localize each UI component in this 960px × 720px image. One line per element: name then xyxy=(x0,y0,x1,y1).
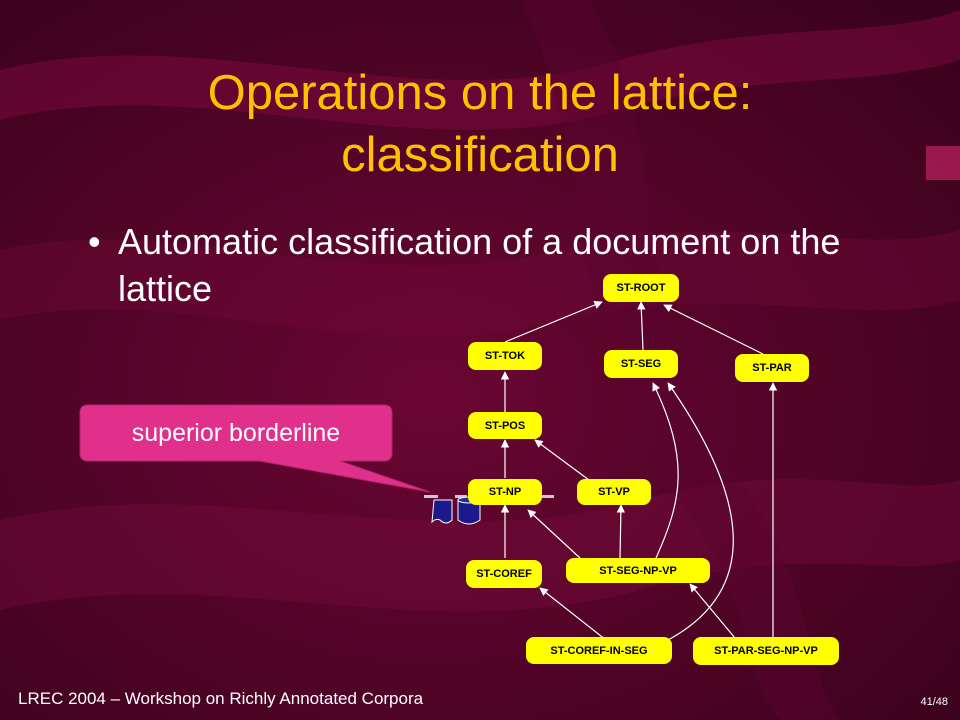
edge-parsegnpvp-segnpvp xyxy=(689,583,736,639)
edge-segnpvp-vp xyxy=(616,504,626,559)
footer-text: LREC 2004 – Workshop on Richly Annotated… xyxy=(18,689,424,708)
edge-segnpvp-np xyxy=(527,509,581,559)
node-st-tok[interactable]: ST-TOK xyxy=(468,342,542,370)
node-st-pos[interactable]: ST-POS xyxy=(468,412,542,439)
node-st-coref[interactable]: ST-COREF xyxy=(466,560,542,588)
edge-segnpvp-seg xyxy=(652,382,679,559)
edge-corefinseg-coref xyxy=(539,587,607,641)
page-number: 41/48 xyxy=(920,696,948,708)
edge-corefinseg-seg xyxy=(667,382,734,641)
edge-vp-pos xyxy=(534,439,590,481)
bullet-marker: • xyxy=(88,221,101,262)
node-st-par[interactable]: ST-PAR xyxy=(735,354,809,382)
callout-label: superior borderline xyxy=(131,418,341,447)
slide-title: Operations on the lattice: classificatio… xyxy=(60,62,900,186)
title-line-1: Operations on the lattice: xyxy=(207,66,753,120)
bullet-text: Automatic classification of a document o… xyxy=(118,221,841,309)
title-line-2: classification xyxy=(341,128,619,182)
node-st-coref-in-seg[interactable]: ST-COREF-IN-SEG xyxy=(526,637,672,664)
node-st-root[interactable]: ST-ROOT xyxy=(603,274,679,302)
callout-bubble xyxy=(79,404,431,493)
edge-tok-root xyxy=(504,300,603,343)
node-st-par-seg-np-vp[interactable]: ST-PAR-SEG-NP-VP xyxy=(693,637,839,665)
edge-par-root xyxy=(663,304,764,355)
node-st-np[interactable]: ST-NP xyxy=(468,479,542,505)
node-st-vp[interactable]: ST-VP xyxy=(577,479,651,505)
node-st-seg[interactable]: ST-SEG xyxy=(604,350,678,378)
node-st-seg-np-vp[interactable]: ST-SEG-NP-VP xyxy=(566,558,710,583)
edge-seg-root xyxy=(637,301,646,351)
